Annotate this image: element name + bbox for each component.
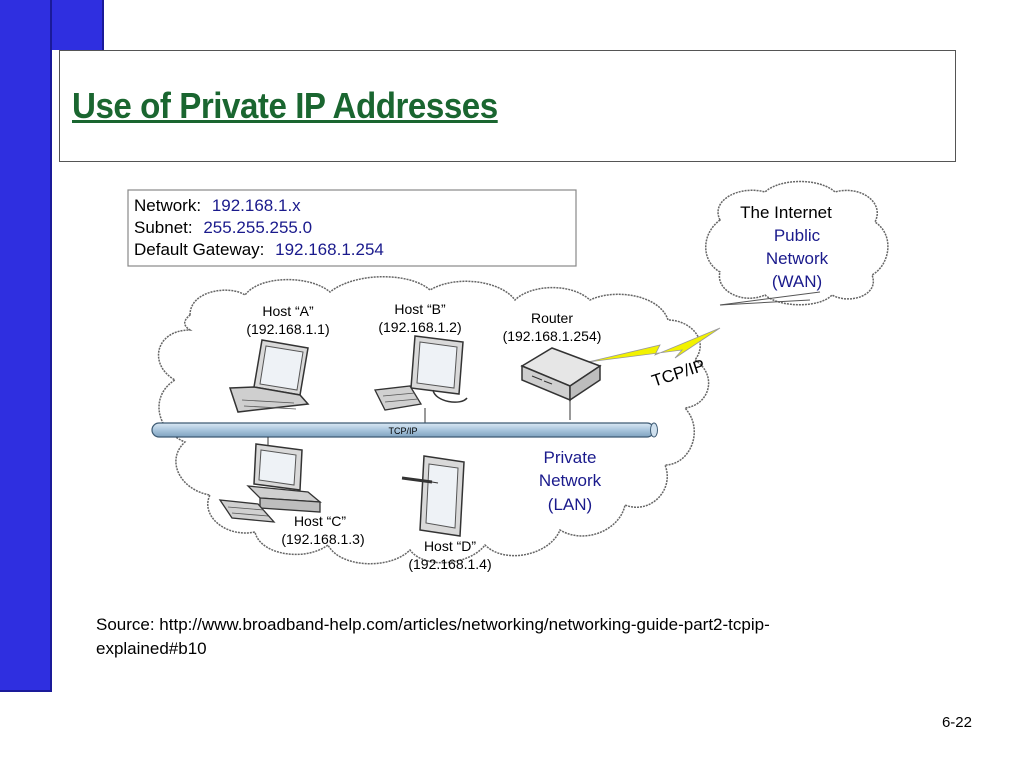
bus-label: TCP/IP — [388, 426, 417, 436]
network-diagram: Network: 192.168.1.x Subnet: 255.255.255… — [127, 180, 889, 572]
gateway-value: 192.168.1.254 — [275, 240, 384, 259]
host-b-name: Host “B” — [394, 301, 446, 317]
lightning-bolt — [587, 327, 721, 363]
network-value: 192.168.1.x — [212, 196, 301, 215]
host-d-name: Host “D” — [424, 538, 476, 554]
lan-line2: Network — [539, 471, 602, 490]
router-ip: (192.168.1.254) — [503, 328, 602, 344]
internet-line4: (WAN) — [772, 272, 822, 291]
workstation-icon — [218, 443, 322, 523]
internet-cloud: The Internet Public Network (WAN) — [705, 180, 889, 306]
page-title: Use of Private IP Addresses — [72, 85, 498, 126]
router-icon — [520, 347, 602, 420]
internet-line3: Network — [766, 249, 829, 268]
svg-text:Subnet: 255.255.255.0: Subnet: 255.255.255.0 — [134, 218, 312, 237]
source-line-1: Source: http://www.broadband-help.com/ar… — [96, 615, 770, 634]
network-label: Network: — [134, 196, 201, 215]
page-number: 6-22 — [941, 714, 972, 731]
source-citation: Source: http://www.broadband-help.com/ar… — [96, 613, 916, 661]
info-box: Network: 192.168.1.x Subnet: 255.255.255… — [127, 189, 577, 267]
internet-line1: The Internet — [740, 203, 832, 222]
host-d-ip: (192.168.1.4) — [408, 556, 491, 572]
tablet-icon — [401, 455, 465, 537]
host-a-ip: (192.168.1.1) — [246, 321, 329, 337]
gateway-label: Default Gateway: — [134, 240, 264, 259]
subnet-value: 255.255.255.0 — [203, 218, 312, 237]
host-b-ip: (192.168.1.2) — [378, 319, 461, 335]
desktop-computer-icon — [374, 335, 468, 411]
source-line-2: explained#b10 — [96, 639, 207, 658]
wan-link-line — [719, 299, 811, 306]
lan-bus — [151, 422, 658, 438]
lan-line3: (LAN) — [548, 495, 592, 514]
host-a-name: Host “A” — [262, 303, 314, 319]
title-box: Use of Private IP Addresses — [59, 50, 956, 162]
sidebar-decoration — [0, 0, 52, 692]
internet-line2: Public — [774, 226, 821, 245]
router-name: Router — [531, 310, 573, 326]
svg-text:Network: 192.168.1.x: Network: 192.168.1.x — [134, 196, 301, 215]
laptop-icon — [228, 339, 310, 413]
host-c-name: Host “C” — [294, 513, 346, 529]
sidebar-notch-decoration — [52, 0, 104, 50]
host-c-ip: (192.168.1.3) — [281, 531, 364, 547]
subnet-label: Subnet: — [134, 218, 193, 237]
wan-link-line-2 — [719, 291, 821, 306]
svg-text:Default Gateway: 192.168: Default Gateway: 192.168.1.254 — [134, 240, 384, 259]
lan-line1: Private — [544, 448, 597, 467]
